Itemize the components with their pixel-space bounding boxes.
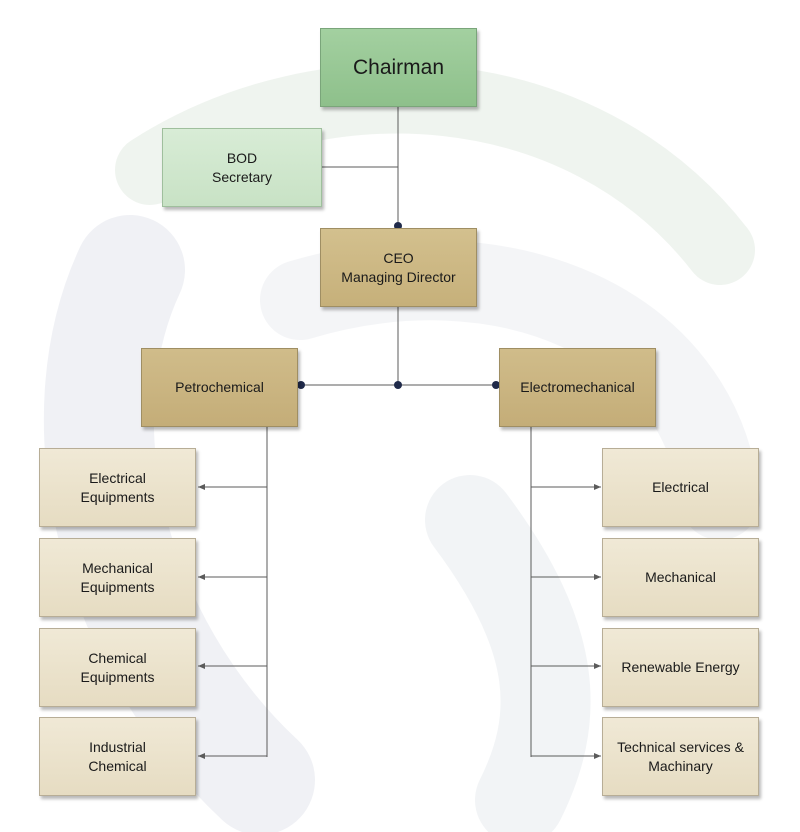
chairman-label: Chairman	[352, 56, 445, 79]
ceo-label-line-2: Managing Director	[341, 268, 456, 285]
dot-petrochemical	[297, 381, 305, 389]
connectors	[198, 107, 601, 759]
electro-child-electrical: Electrical	[602, 448, 759, 527]
electro-child-4-line-1: Technical services &	[617, 738, 744, 755]
electro-child-technical-services: Technical services & Machinary	[602, 717, 759, 796]
electro-child-4-line-2: Machinary	[648, 757, 713, 774]
connector-dots	[297, 222, 500, 389]
petrochemical-box: Petrochemical	[141, 348, 298, 427]
electro-child-renewable-energy: Renewable Energy	[602, 628, 759, 707]
bod-label-line-2: Secretary	[212, 168, 272, 185]
electro-child-mechanical: Mechanical	[602, 538, 759, 617]
bod-secretary-box: BOD Secretary	[162, 128, 322, 207]
dot-electromechanical	[492, 381, 500, 389]
bod-label-line-1: BOD	[226, 149, 258, 166]
petro-child-1-line-2: Equipments	[80, 488, 155, 505]
electro-child-1-label: Electrical	[652, 479, 709, 495]
petrochemical-label: Petrochemical	[175, 379, 264, 395]
petro-child-chemical-equipments: Chemical Equipments	[39, 628, 196, 707]
petro-child-3-line-2: Equipments	[80, 668, 155, 685]
petro-child-1-line-1: Electrical	[89, 469, 146, 486]
petro-child-industrial-chemical: Industrial Chemical	[39, 717, 196, 796]
petro-child-electrical-equipments: Electrical Equipments	[39, 448, 196, 527]
dot-center	[394, 381, 402, 389]
ceo-label-line-1: CEO	[383, 249, 414, 266]
petro-child-3-line-1: Chemical	[88, 649, 147, 666]
petro-child-mechanical-equipments: Mechanical Equipments	[39, 538, 196, 617]
petro-child-4-line-1: Industrial	[89, 738, 146, 755]
petro-child-2-line-1: Mechanical	[82, 559, 153, 576]
electromechanical-label: Electromechanical	[520, 379, 635, 395]
ceo-box: CEO Managing Director	[320, 228, 477, 307]
electromechanical-box: Electromechanical	[499, 348, 656, 427]
petro-child-4-line-2: Chemical	[88, 757, 147, 774]
petro-child-2-line-2: Equipments	[80, 578, 155, 595]
electro-child-2-label: Mechanical	[645, 569, 716, 585]
electro-child-3-label: Renewable Energy	[621, 659, 740, 675]
chairman-box: Chairman	[320, 28, 477, 107]
